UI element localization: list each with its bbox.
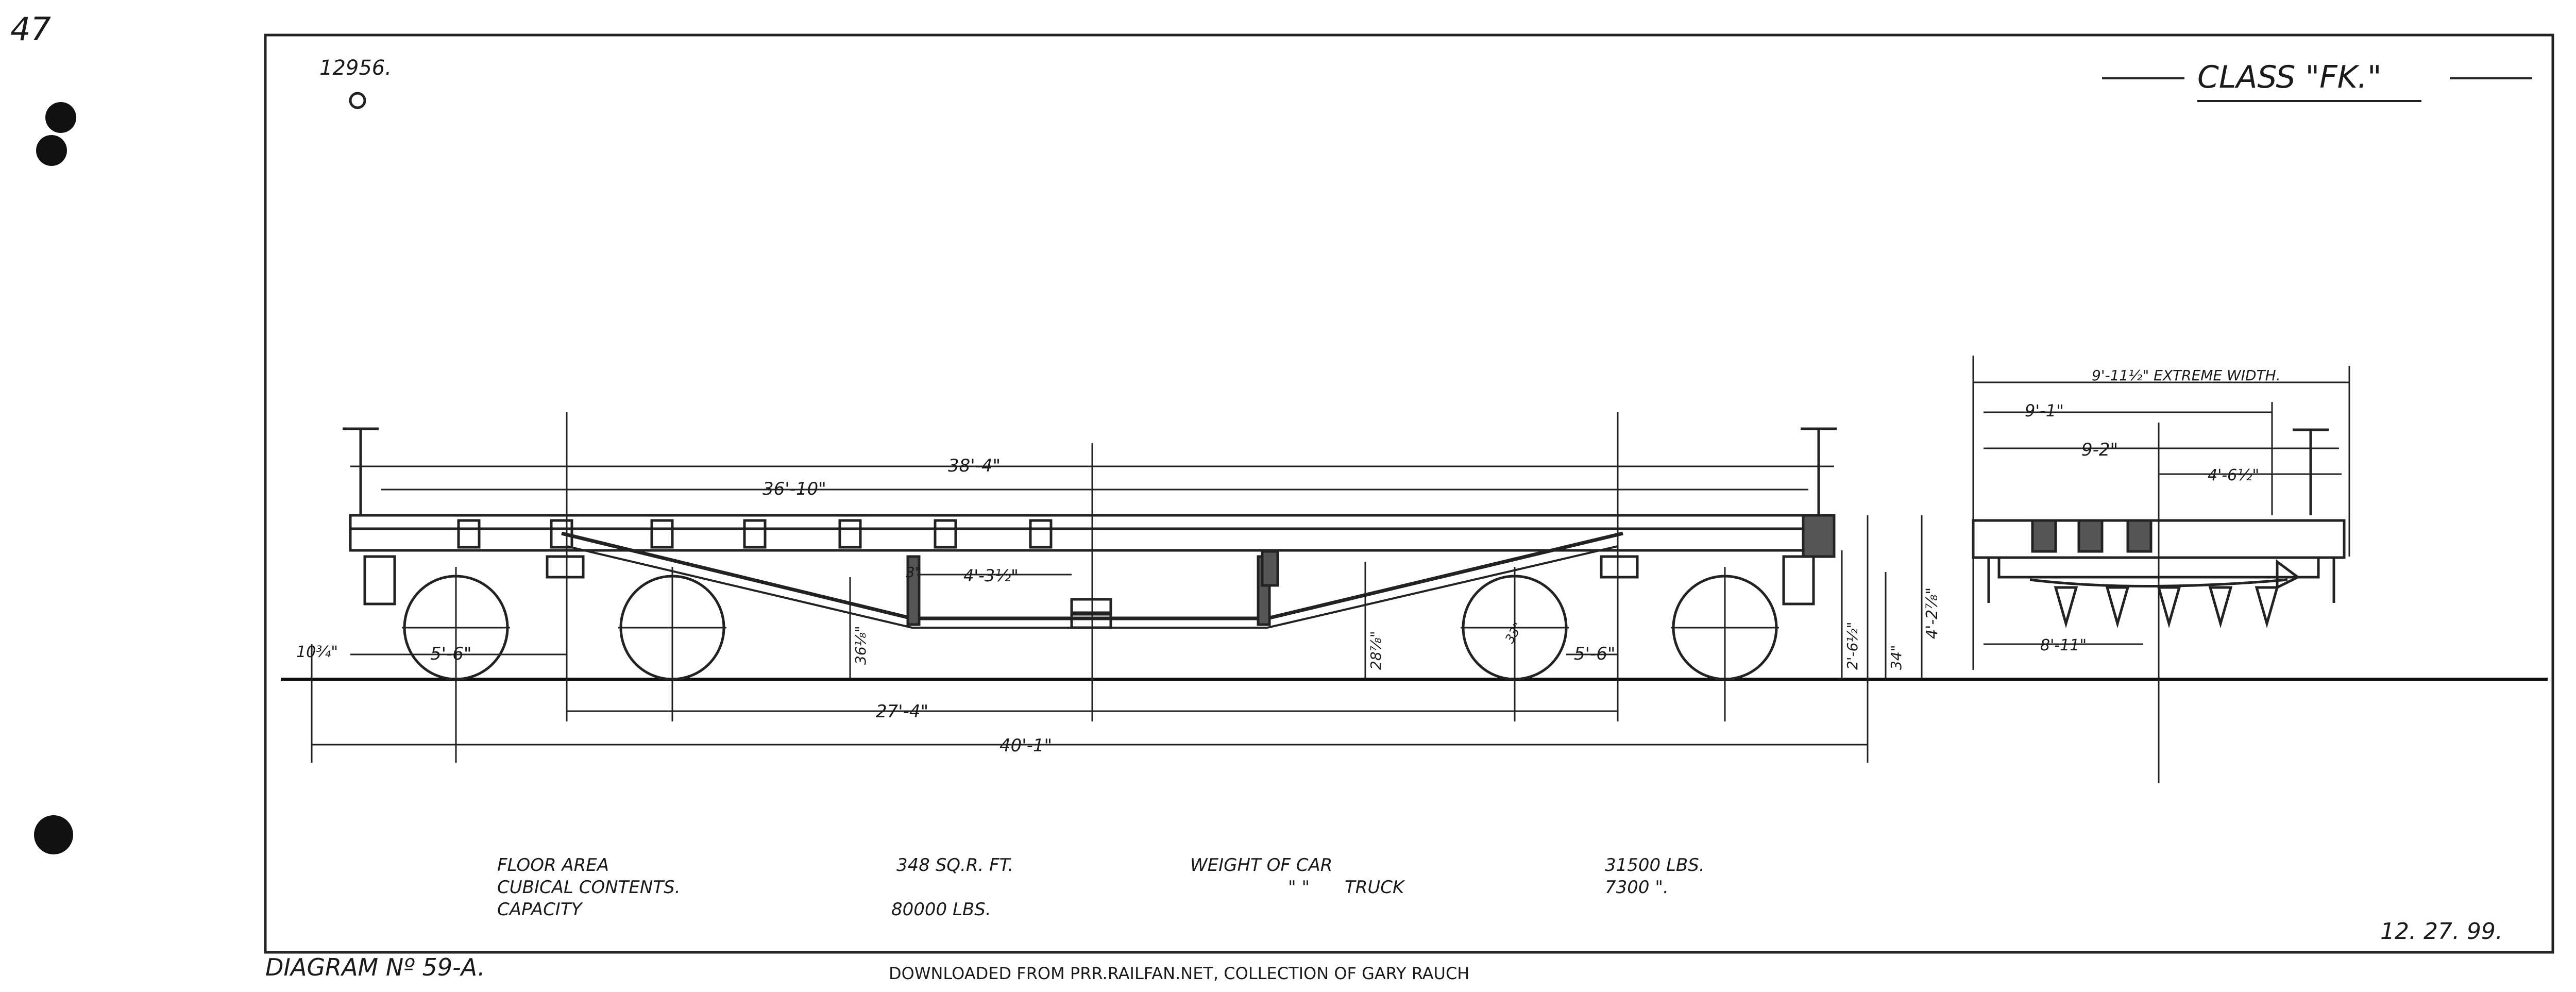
truck-label: TRUCK [1345,877,1405,898]
dim-queen-post: 3" [906,564,922,581]
brake-staff-right [1801,427,1837,515]
dim-38ft-4in: 38'-4" [948,456,1001,476]
class-label: CLASS "FK." [2197,59,2382,95]
sheet-border [264,33,2554,954]
punch-hole [45,102,76,133]
dim-8ft-11in: 8'-11" [2040,636,2087,654]
registration-circle [349,92,366,109]
drawing-date: 12. 27. 99. [2380,918,2503,945]
dimension-lines [311,465,1923,763]
dim-wheelbase-right: 5'-6" [1574,644,1616,664]
cubical-label: CUBICAL CONTENTS. [497,877,681,898]
floor-area-label: FLOOR AREA [497,855,609,876]
dim-truss-depth-center: 28⅞" [1367,631,1384,670]
dim-wheelbase-left: 5'-6" [430,644,472,664]
dim-4ft-6in: 4'-6½" [2208,466,2259,484]
dim-truss-depth-left: 36⅛" [852,626,869,665]
diagram-label: DIAGRAM Nº 59-A. [265,953,485,981]
floor-area-value: 348 SQ.R. FT. [896,855,1013,876]
end-brake-staff [2293,428,2329,515]
dim-truss-spacing: 4'-3½" [963,566,1019,585]
brake-staff-left [343,427,379,515]
dim-rail-to-coupler: 34" [1888,645,1905,670]
dim-9-2: 9-2" [2081,440,2118,460]
capacity-value: 80000 LBS. [891,899,991,920]
dim-40ft-1in: 40'-1" [999,735,1052,756]
dim-rail-to-deck: 2'-6½" [1844,622,1861,670]
wheel-centerlines [402,412,1779,763]
dim-extreme-width: 9'-11½" EXTREME WIDTH. [2092,367,2281,384]
spec-table: FLOOR AREA CUBICAL CONTENTS. CAPACITY 34… [497,855,1705,920]
weight-car-label: WEIGHT OF CAR [1190,855,1332,876]
punch-hole [34,815,73,854]
weight-car-value: 31500 LBS. [1605,855,1705,876]
punch-hole [36,135,67,166]
dim-rail-to-brake: 4'-2⅞" [1923,587,1941,639]
dim-end-overhang: 10¾" [296,643,338,661]
end-dimension-lines [1972,356,2350,783]
dim-27ft-4in: 27'-4" [876,701,928,722]
ditto-marks: " " [1288,877,1310,898]
truck-value: 7300 ". [1605,877,1669,898]
page-number: 47 [10,10,51,48]
dim-9ft-1in: 9'-1" [2025,401,2064,421]
download-credit: DOWNLOADED FROM PRR.RAILFAN.NET, COLLECT… [889,964,1469,983]
dim-36ft-10in: 36'-10" [762,479,826,499]
drawing-number: 12956. [319,56,392,80]
capacity-label: CAPACITY [497,899,583,920]
